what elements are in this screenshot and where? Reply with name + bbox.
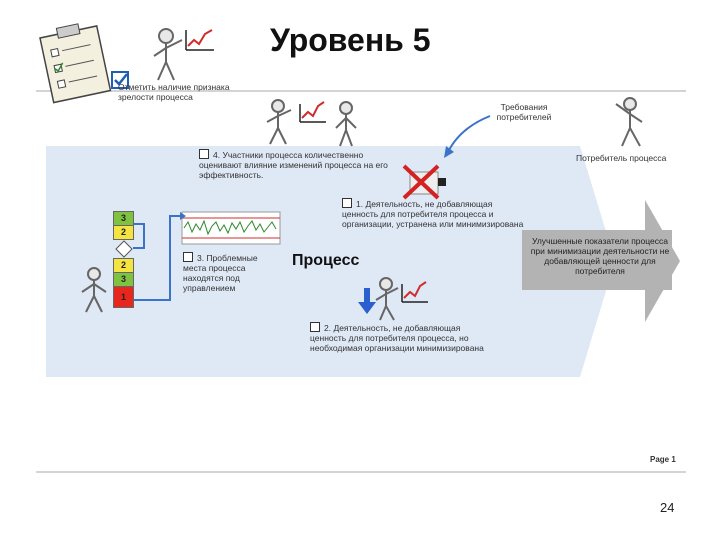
step3-checkbox[interactable] [183,252,193,262]
stick-figure-icon [375,277,399,321]
stick-figure-icon [615,97,643,147]
step3-text: 3. Проблемные места процесса находятся п… [183,253,258,293]
improved-metrics-text: Улучшенные показатели процесса при миним… [530,236,670,276]
requirements-arrowhead [444,146,454,158]
process-band [46,146,615,377]
stick-figure-icon [81,267,107,313]
control-chart-icon [181,211,281,245]
level-box-top-1: 3 [113,211,134,226]
down-arrow-icon [358,288,376,314]
level-box-bottom-3: 1 [113,286,134,308]
step1-checkbox[interactable] [342,198,352,208]
level-connector-arrowhead [180,212,186,220]
level-box-top-2: 2 [113,225,134,240]
level-connector [133,223,145,249]
mark-presence-text: Отметить наличие признака зрелости проце… [118,82,230,102]
clipboard-icon [39,23,112,104]
level-box-bottom-1: 2 [113,258,134,273]
step4-item: 4. Участники процесса количественно оцен… [199,149,399,180]
step2-checkbox[interactable] [310,322,320,332]
page-number: 24 [660,500,675,515]
customer-requirements-text: Требования потребителей [496,102,552,122]
level-connector-right [133,215,180,301]
process-consumer-text: Потребитель процесса [576,153,667,163]
page-label: Page 1 [650,455,676,464]
stick-figure-icon [153,28,183,81]
step4-text: 4. Участники процесса количественно оцен… [199,150,388,180]
step2-item: 2. Деятельность, не добавляющая ценность… [310,322,490,353]
step2-text: 2. Деятельность, не добавляющая ценность… [310,323,484,353]
level-box-bottom-2: 3 [113,272,134,287]
red-x-icon [402,164,446,200]
step1-item: 1. Деятельность, не добавляющая ценность… [342,198,524,229]
step1-text: 1. Деятельность, не добавляющая ценность… [342,199,524,229]
stick-figure-icon [266,99,357,147]
trend-chart-icon [185,29,214,51]
trend-chart-icon [401,281,428,303]
trend-chart-icon [299,101,326,123]
level-diamond [115,240,133,258]
checkbox-icon [111,71,129,89]
result-arrow-body [522,230,672,290]
step4-checkbox[interactable] [199,149,209,159]
process-label: Процесс [292,252,360,269]
step3-item: 3. Проблемные места процесса находятся п… [183,252,281,293]
slide-title: Уровень 5 [270,22,431,58]
requirements-arrow [447,115,491,153]
